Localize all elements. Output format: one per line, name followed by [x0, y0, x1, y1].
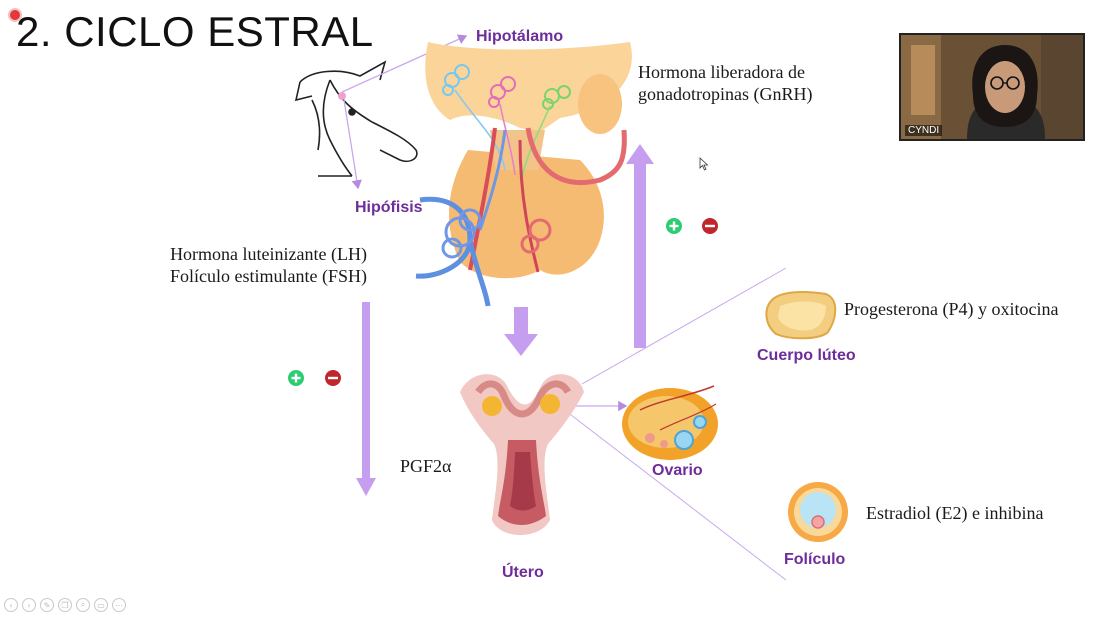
zoom-icon: ⌕ — [80, 600, 86, 609]
webcam-video-tile[interactable]: CYNDI — [899, 33, 1085, 141]
minus-icon — [325, 370, 341, 386]
webcam-feed — [901, 35, 1083, 139]
label-lh-fsh: Hormona luteinizante (LH) Folículo estim… — [170, 243, 367, 287]
connector-line-cuerpo-luteo — [581, 267, 787, 385]
label-e2: Estradiol (E2) e inhibina — [866, 503, 1044, 523]
label-gnrh: Hormona liberadora de gonadotropinas (Gn… — [638, 61, 812, 105]
label-gnrh-line1: Hormona liberadora de — [638, 62, 805, 82]
label-pgf2a: PGF2α — [400, 456, 452, 476]
slide-title: 2. CICLO ESTRAL — [16, 8, 374, 55]
pen-button[interactable]: ✎ — [40, 598, 54, 612]
screen-icon: ▭ — [97, 600, 105, 610]
cow-head-illustration — [294, 60, 418, 177]
next-icon: › — [27, 600, 31, 610]
foliculo-illustration — [788, 482, 848, 542]
label-gnrh-line2: gonadotropinas (GnRH) — [638, 84, 813, 104]
mouse-cursor-icon — [699, 157, 709, 171]
copy-button[interactable]: ❐ — [58, 598, 72, 612]
webcam-participant-name: CYNDI — [905, 125, 943, 136]
connector-line-foliculo — [561, 407, 787, 581]
screen-button[interactable]: ▭ — [94, 598, 108, 612]
label-ovario: Ovario — [652, 462, 703, 479]
ovary-illustration — [622, 385, 718, 460]
more-icon: ⋯ — [115, 600, 123, 610]
label-hipofisis: Hipófisis — [355, 199, 423, 216]
label-lh: Hormona luteinizante (LH) — [170, 244, 367, 264]
zoom-button[interactable]: ⌕ — [76, 598, 90, 612]
hypothalamus-pituitary-illustration — [415, 42, 632, 307]
recording-indicator — [10, 10, 20, 20]
arrow-up-feedback — [626, 144, 654, 348]
label-fsh: Folículo estimulante (FSH) — [170, 266, 367, 286]
label-utero: Útero — [502, 564, 544, 581]
more-button[interactable]: ⋯ — [112, 598, 126, 612]
pointer-arrow-hipofisis — [343, 99, 362, 190]
uterus-illustration — [460, 374, 584, 535]
cuerpo-luteo-illustration — [765, 291, 837, 340]
next-slide-button[interactable]: › — [22, 598, 36, 612]
minus-icon — [702, 218, 718, 234]
label-hipotalamo: Hipotálamo — [476, 28, 564, 45]
slide-toolbar: ‹ › ✎ ❐ ⌕ ▭ ⋯ — [4, 598, 126, 612]
copy-icon: ❐ — [61, 600, 69, 610]
label-foliculo: Folículo — [784, 551, 846, 568]
pen-icon: ✎ — [43, 600, 51, 610]
plus-icon — [666, 218, 682, 234]
prev-slide-button[interactable]: ‹ — [4, 598, 18, 612]
arrow-down-lh-fsh — [356, 302, 376, 496]
prev-icon: ‹ — [9, 600, 13, 610]
arrow-down-pituitary-uterus — [504, 307, 538, 356]
plus-icon — [288, 370, 304, 386]
label-p4: Progesterona (P4) y oxitocina — [844, 299, 1059, 319]
label-cuerpo-luteo: Cuerpo lúteo — [757, 347, 856, 364]
brain-marker — [338, 92, 346, 100]
